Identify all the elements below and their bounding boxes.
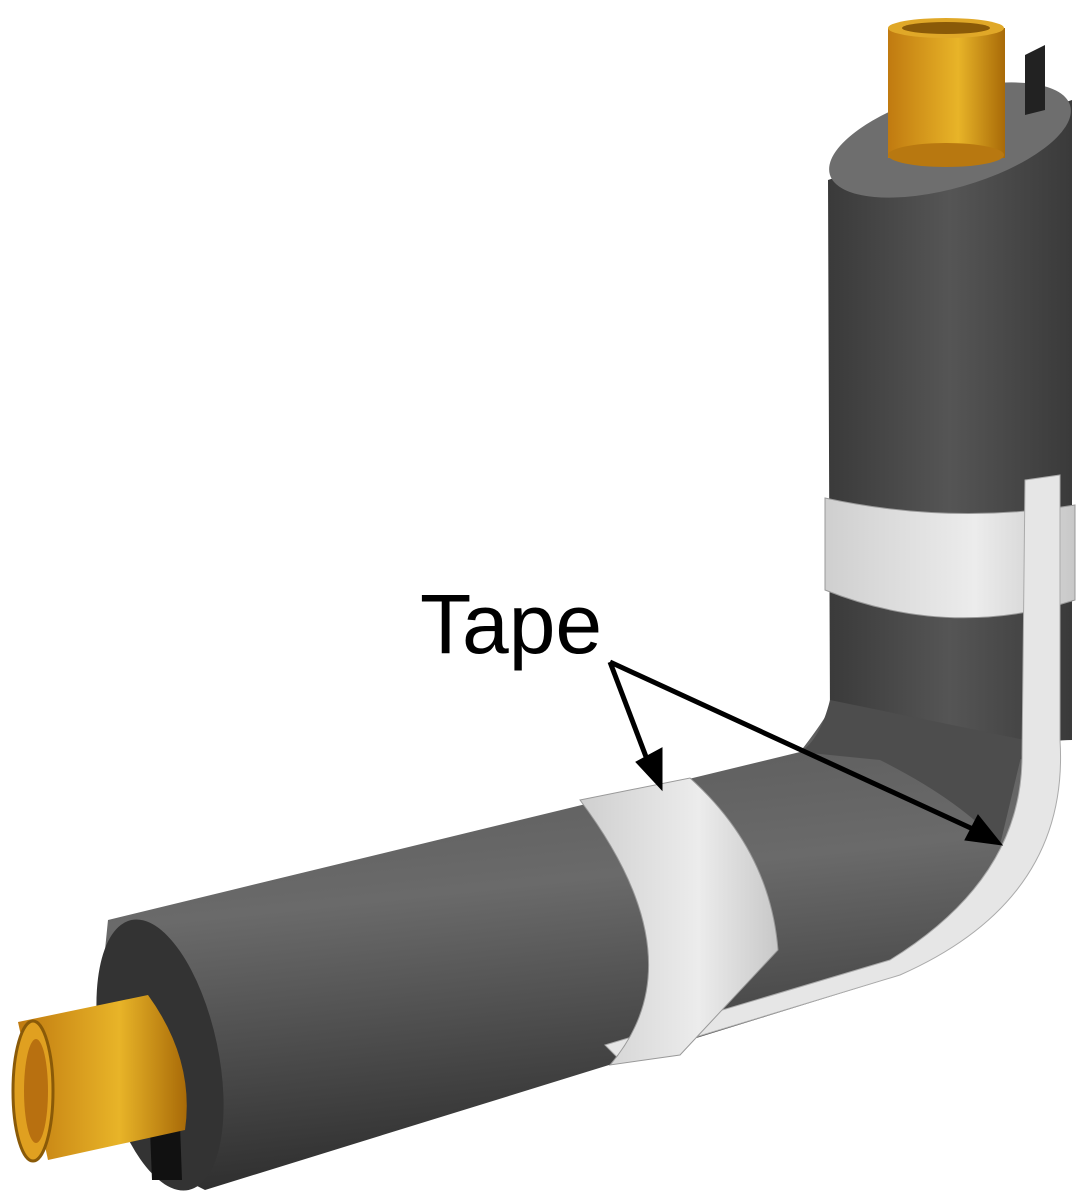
seam-tape-strip (604, 474, 1062, 1061)
left-copper-pipe (18, 995, 187, 1160)
horizontal-tape-band (579, 777, 779, 1066)
top-copper-pipe (888, 28, 1005, 158)
tape-label: Tape (420, 577, 603, 671)
top-copper-bore (902, 22, 990, 34)
top-copper-end (888, 143, 1004, 167)
vertical-tape-band (824, 497, 1076, 619)
left-copper-bore (24, 1039, 48, 1143)
tape-arrows (607, 659, 1004, 846)
horizontal-insulation (100, 700, 1026, 1190)
left-slit (150, 1125, 182, 1180)
elbow-insulation (800, 700, 1025, 845)
slit (1025, 45, 1045, 115)
